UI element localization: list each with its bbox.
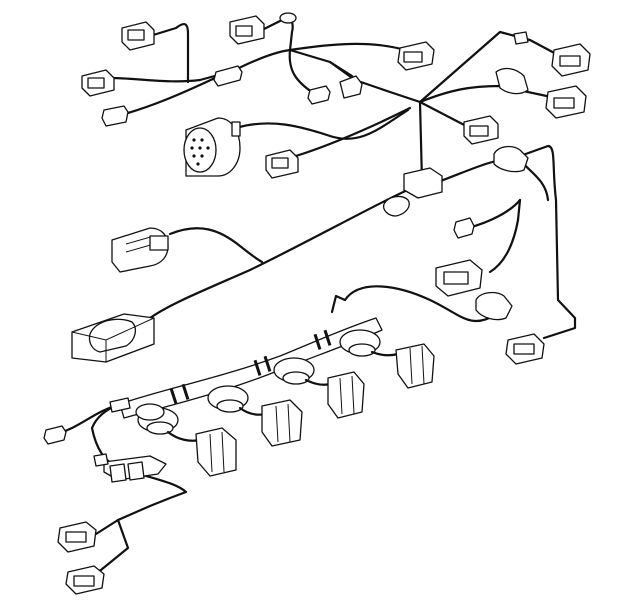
wire-center-small-2 xyxy=(280,106,412,162)
injector-connector-4 xyxy=(339,329,435,389)
wire-bottom-left-lead-2 xyxy=(94,518,130,576)
wire-top-right-branch xyxy=(288,42,407,52)
connector-mid-left xyxy=(81,65,243,127)
wire-round-connector-lead xyxy=(234,108,410,140)
connector-left-end xyxy=(43,397,131,445)
wire-bottom-left-lead-1 xyxy=(94,518,120,536)
connector-far-right xyxy=(505,333,545,365)
connector-right-mid xyxy=(463,115,499,145)
wire-left-large-lead xyxy=(168,227,264,264)
connector-top-center xyxy=(229,12,297,45)
injector-connector-3 xyxy=(273,357,365,419)
connector-bottom-left-2 xyxy=(65,565,105,595)
connector-top-right-2 xyxy=(513,31,591,77)
wire-right-lower-lead xyxy=(488,198,522,274)
connector-top-right-1 xyxy=(397,41,435,71)
connector-right-lower xyxy=(435,217,513,321)
connector-center-small xyxy=(265,75,363,179)
wire-rail-connector xyxy=(330,294,347,314)
wire-rail-loop xyxy=(343,285,497,323)
injector-connector-2 xyxy=(207,385,303,447)
connector-left-large xyxy=(111,227,169,273)
wire-top-left-lead xyxy=(148,23,190,84)
injector-rail xyxy=(119,317,383,419)
connector-top-left xyxy=(121,21,155,51)
connector-round-multipin xyxy=(183,117,241,177)
wire-vertical-trunk xyxy=(418,100,424,184)
wire-upper-spine xyxy=(108,48,422,120)
grommet-junction xyxy=(382,145,529,217)
injector-connector-5 xyxy=(135,403,165,421)
wire-right-loop xyxy=(436,144,577,340)
connector-bottom-left-1 xyxy=(57,521,97,553)
wire-right-branch xyxy=(418,84,558,104)
wire-top-right-diagonal xyxy=(418,30,562,104)
connector-right-3 xyxy=(495,67,587,119)
mounting-bracket xyxy=(93,453,167,483)
wire-right-mid-lead xyxy=(418,100,472,130)
wire-small-right-lead xyxy=(466,198,522,230)
wire-mid-left-lead xyxy=(106,72,224,83)
relay-box xyxy=(71,313,155,363)
